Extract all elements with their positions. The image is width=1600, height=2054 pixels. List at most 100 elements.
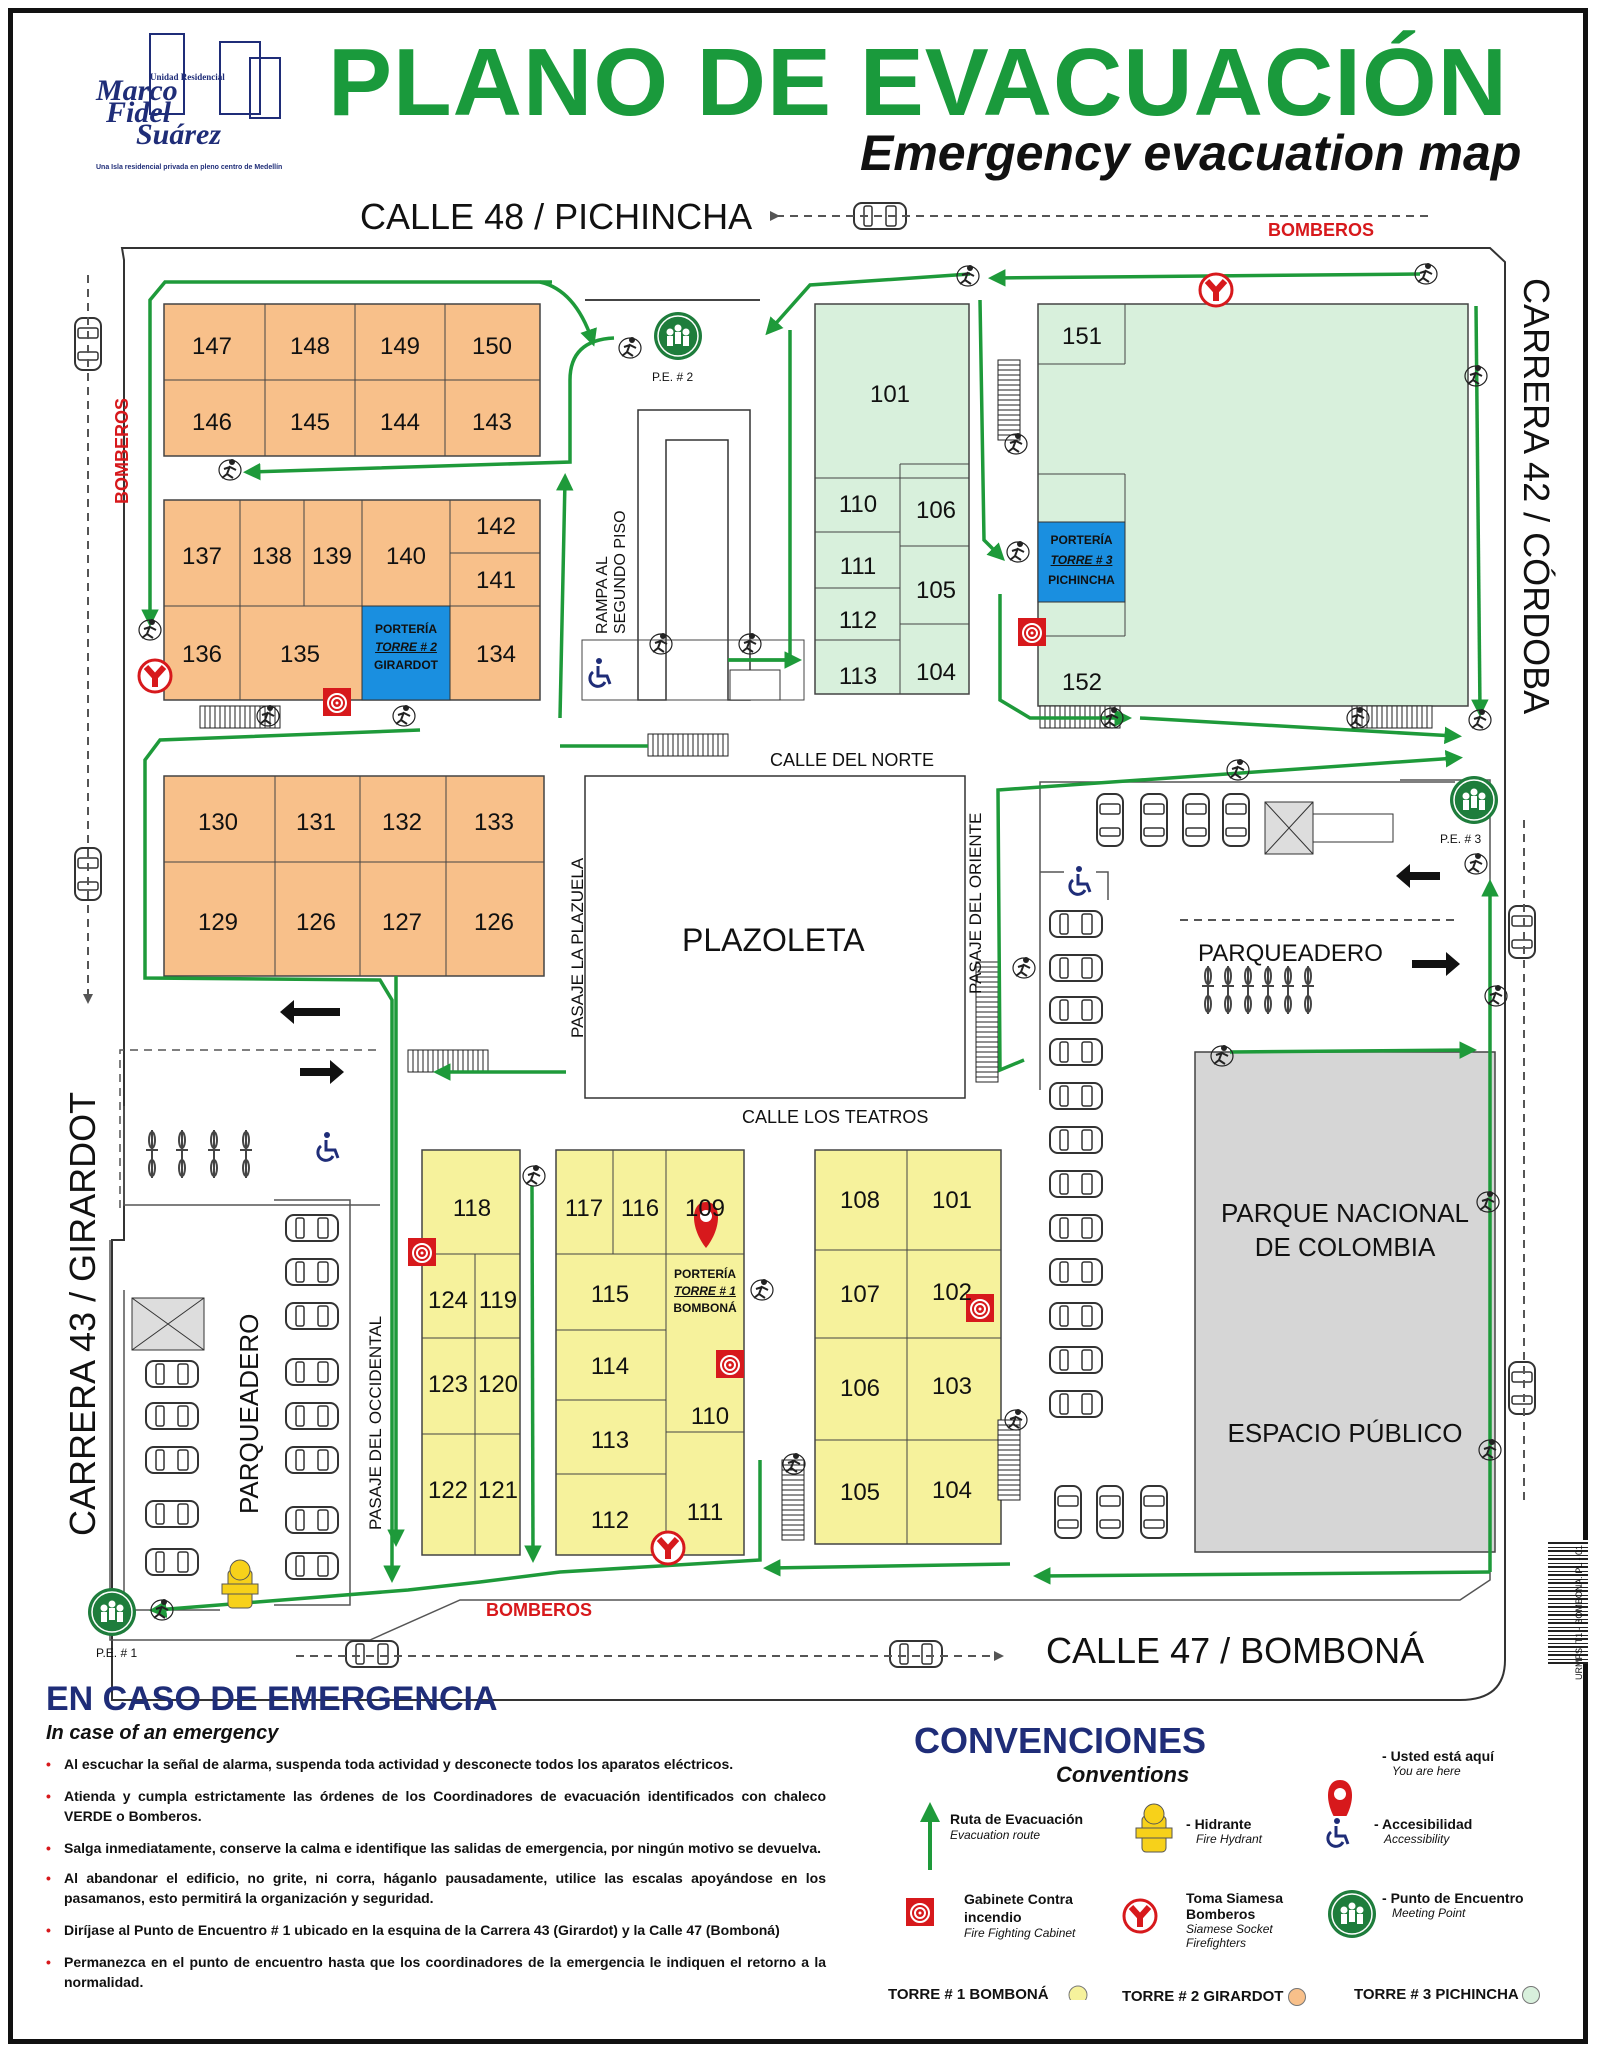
unit-number: 138	[251, 543, 293, 570]
bomberos-west: BOMBEROS	[112, 397, 132, 504]
unit-number: 134	[475, 641, 517, 668]
unit-number: 148	[289, 333, 331, 360]
conventions-subtitle: Conventions	[1056, 1762, 1190, 1787]
torre-3-blocks	[814, 303, 1469, 707]
logo-tagline: Una Isla residencial privada en pleno ce…	[96, 164, 283, 171]
plazoleta	[584, 775, 966, 1099]
legend-torre-3: TORRE # 3 PICHINCHA	[1354, 1986, 1541, 2005]
unit-number: 144	[379, 409, 421, 436]
unit-number: 136	[181, 641, 223, 668]
site-outline	[111, 247, 1506, 1701]
emergency-item: •Al escuchar la señal de alarma, suspend…	[46, 1756, 734, 1772]
street-east: CARRERA 42 / CÓRDOBA	[1516, 278, 1557, 715]
unit-number: 149	[379, 333, 421, 360]
emergency-title: EN CASO DE EMERGENCIA	[46, 1680, 498, 1718]
unit-number: 103	[931, 1373, 973, 1400]
unit-number: 123	[427, 1371, 469, 1398]
unit-number: 146	[191, 409, 233, 436]
unit-number: 112	[590, 1507, 630, 1534]
unit-number: 129	[197, 909, 239, 936]
unit-number: 126	[295, 909, 337, 936]
you-are-here-pin	[694, 1202, 718, 1248]
logo-line-2: Fidel	[106, 96, 171, 129]
unit-number: 116	[620, 1195, 660, 1222]
logo-line-3: Suárez	[136, 118, 222, 151]
parqueadero-east-label: PARQUEADERO	[1198, 940, 1383, 967]
street-west: CARRERA 43 / GIRARDOT	[62, 1091, 103, 1536]
street-south: CALLE 47 / BOMBONÁ	[1046, 1630, 1425, 1671]
emergency-list: •Al escuchar la señal de alarma, suspend…	[46, 1754, 826, 1992]
unit-number: 133	[473, 809, 515, 836]
unit-number: 135	[279, 641, 321, 668]
unit-number: 111	[839, 553, 877, 580]
porteria-torre-3	[1037, 521, 1126, 603]
unit-number: 110	[838, 491, 878, 518]
calle-teatros-label: CALLE LOS TEATROS	[742, 1107, 929, 1127]
unit-number: 104	[915, 659, 957, 686]
barcode	[1548, 1540, 1588, 1664]
logo: Unidad Residencial Marco Fidel Suárez Un…	[90, 28, 320, 178]
unit-number: 132	[381, 809, 423, 836]
logo-line-1: Marco	[96, 74, 178, 107]
unit-number: 106	[915, 497, 957, 524]
unit-number: 152	[1061, 669, 1103, 696]
unit-number: 112	[838, 607, 878, 634]
plazoleta-label: PLAZOLETA	[682, 922, 865, 958]
parque-nacional	[1194, 1051, 1496, 1553]
unit-number: 104	[931, 1477, 973, 1504]
legend-torre-1: TORRE # 1 BOMBONÁ	[888, 1986, 1049, 2003]
unit-number: 140	[385, 543, 427, 570]
unit-number: 107	[839, 1281, 881, 1308]
unit-number: 101	[869, 381, 911, 408]
legend-torre-2: TORRE # 2 GIRARDOT	[1122, 1988, 1306, 2007]
unit-number: 111	[686, 1499, 724, 1526]
unit-number: 142	[475, 513, 517, 540]
logo-small: Unidad Residencial	[150, 72, 225, 82]
conventions-icons	[905, 1780, 1377, 2000]
unit-number: 150	[471, 333, 513, 360]
emergency-item: •Permanezca en el punto de encuentro has…	[46, 1954, 826, 1990]
unit-number: 120	[477, 1371, 519, 1398]
pasaje-occidental-label: PASAJE DEL OCCIDENTAL	[366, 1315, 385, 1530]
unit-number: 147	[191, 333, 233, 360]
unit-number: 106	[839, 1375, 881, 1402]
unit-number: 118	[452, 1195, 492, 1222]
map-frame	[8, 8, 1588, 2044]
unit-number: 105	[839, 1479, 881, 1506]
porteria-torre-2	[361, 605, 451, 701]
emergency-subtitle: In case of an emergency	[46, 1722, 279, 1744]
parqueadero-west-label: PARQUEADERO	[234, 1313, 264, 1514]
unit-number: 113	[838, 663, 878, 690]
unit-number: 117	[564, 1195, 604, 1222]
emergency-item: •Salga inmediatamente, conserve la calma…	[46, 1840, 822, 1856]
unit-number: 114	[590, 1353, 630, 1380]
pasaje-plazuela-label: PASAJE LA PLAZUELA	[568, 857, 587, 1038]
unit-number: 122	[427, 1477, 469, 1504]
unit-number: 121	[477, 1477, 519, 1504]
emergency-item: •Diríjase al Punto de Encuentro # 1 ubic…	[46, 1922, 780, 1938]
unit-number: 105	[915, 577, 957, 604]
unit-number: 110	[690, 1403, 730, 1430]
page-subtitle: Emergency evacuation map	[860, 125, 1522, 181]
emergency-item: •Al abandonar el edificio, no grite, ni …	[46, 1870, 826, 1906]
unit-number: 141	[475, 567, 517, 594]
rampa	[637, 409, 751, 701]
unit-number: 101	[931, 1187, 973, 1214]
unit-number: 109	[684, 1195, 726, 1222]
pasaje-oriente-label: PASAJE DEL ORIENTE	[966, 812, 985, 994]
unit-number: 119	[478, 1287, 518, 1314]
unit-number: 151	[1061, 323, 1103, 350]
unit-number: 113	[590, 1427, 630, 1454]
pe2-label: P.E. # 2	[652, 370, 694, 384]
unit-number: 115	[590, 1281, 630, 1308]
unit-number: 131	[295, 809, 337, 836]
